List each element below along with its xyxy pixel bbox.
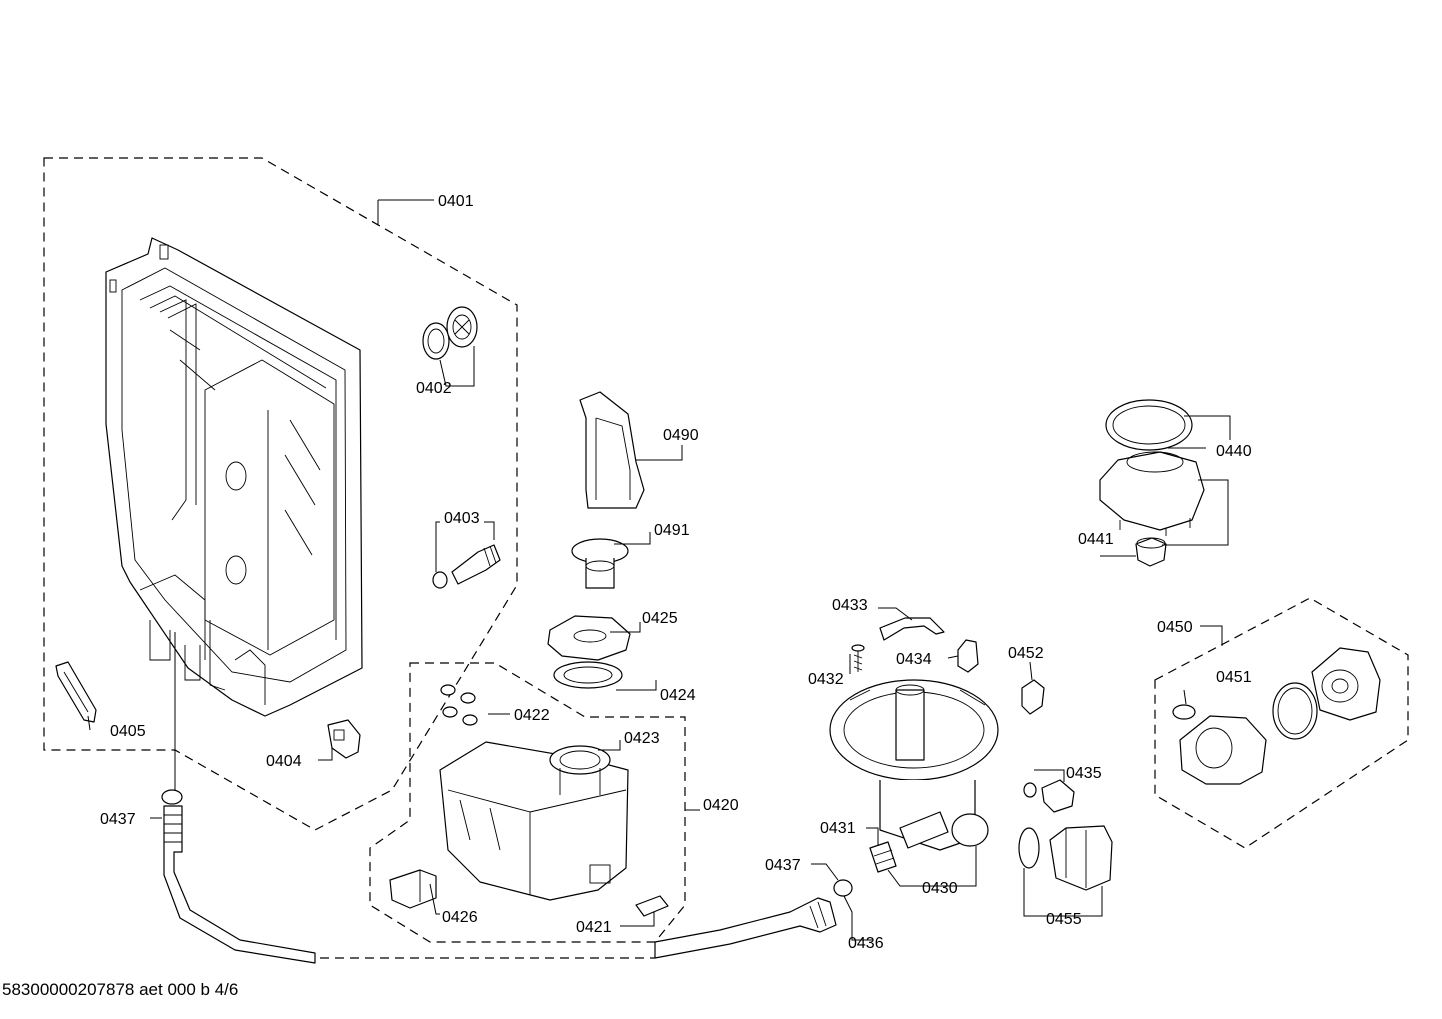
part-0434 bbox=[957, 639, 979, 673]
hose-right-part bbox=[320, 879, 853, 959]
label-0402: 0402 bbox=[416, 380, 452, 397]
label-0425: 0425 bbox=[642, 610, 678, 627]
label-0430: 0430 bbox=[922, 880, 958, 897]
clip-0421-part bbox=[635, 895, 669, 917]
label-0434: 0434 bbox=[896, 651, 932, 668]
label-0403: 0403 bbox=[444, 510, 480, 527]
fitting-0431-part bbox=[869, 841, 897, 873]
label-0422: 0422 bbox=[514, 707, 550, 724]
label-0440: 0440 bbox=[1216, 443, 1252, 460]
ring-0424-part bbox=[553, 661, 623, 689]
valve-0403-part bbox=[432, 544, 501, 589]
label-0433: 0433 bbox=[832, 597, 868, 614]
cover-0440-part bbox=[1099, 399, 1205, 536]
label-0421: 0421 bbox=[576, 919, 612, 936]
seals-0422-part bbox=[440, 684, 478, 726]
label-0436: 0436 bbox=[848, 935, 884, 952]
label-0405: 0405 bbox=[110, 723, 146, 740]
sump-0430-part bbox=[829, 679, 999, 851]
part-labels: 0401 0402 0403 0404 0405 0437 0490 0491 … bbox=[100, 193, 1252, 952]
label-0432: 0432 bbox=[808, 671, 844, 688]
label-0431: 0431 bbox=[820, 820, 856, 837]
label-0404: 0404 bbox=[266, 753, 302, 770]
group-0401-boundary bbox=[43, 157, 518, 831]
valve-0426-part bbox=[389, 869, 437, 909]
label-0420: 0420 bbox=[703, 797, 739, 814]
sensor-0404-part bbox=[327, 719, 361, 759]
clip-0405-part bbox=[55, 661, 97, 723]
label-0401: 0401 bbox=[438, 193, 474, 210]
label-0426: 0426 bbox=[442, 909, 478, 926]
seal-ring-0402-part bbox=[422, 306, 478, 360]
label-0490: 0490 bbox=[663, 427, 699, 444]
label-0455: 0455 bbox=[1046, 911, 1082, 928]
sensor-0435-part bbox=[1023, 779, 1075, 813]
cap-0425-part bbox=[547, 615, 631, 661]
label-0441: 0441 bbox=[1078, 531, 1114, 548]
document-id-footer: 58300000207878 aet 000 b 4/6 bbox=[2, 980, 239, 999]
label-0451: 0451 bbox=[1216, 669, 1252, 686]
label-0437-right: 0437 bbox=[765, 857, 801, 874]
side-panel-part bbox=[105, 237, 363, 717]
label-0452: 0452 bbox=[1008, 645, 1044, 662]
label-0424: 0424 bbox=[660, 687, 696, 704]
bracket-0452-part bbox=[1021, 679, 1045, 715]
drain-pump-0455-part bbox=[1018, 825, 1113, 891]
impeller-0441-part bbox=[1135, 537, 1167, 567]
label-0423: 0423 bbox=[624, 730, 660, 747]
water-softener-0420-part bbox=[439, 741, 629, 901]
funnel-0491-part bbox=[571, 538, 629, 589]
label-0450: 0450 bbox=[1157, 619, 1193, 636]
clip-0433-part bbox=[879, 617, 945, 641]
screw-0432-part bbox=[851, 644, 865, 672]
rinse-jug-0490-part bbox=[579, 391, 645, 509]
heat-pump-0450-part bbox=[1172, 647, 1381, 785]
leader-lines bbox=[87, 199, 1231, 941]
hose-left-part bbox=[161, 789, 316, 964]
label-0435: 0435 bbox=[1066, 765, 1102, 782]
label-0437-left: 0437 bbox=[100, 811, 136, 828]
label-0491: 0491 bbox=[654, 522, 690, 539]
